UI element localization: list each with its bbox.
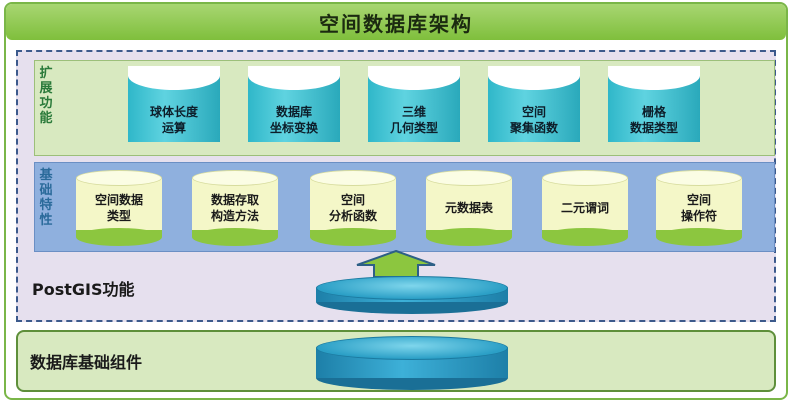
postgis-label: PostGIS功能 [32, 280, 135, 299]
base-item-line2: 类型 [106, 209, 131, 223]
database-label: 数据库基础组件 [30, 353, 143, 372]
base-item-line1: 二元谓词 [560, 201, 609, 215]
base-item: 元数据表 [426, 170, 512, 248]
extension-item-line2: 坐标变换 [269, 121, 318, 135]
base-item-line1: 空间 [340, 193, 365, 207]
postgis-disk-icon [316, 276, 508, 314]
base-item-line1: 数据存取 [210, 193, 259, 207]
extension-item: 数据库 坐标变换 [248, 66, 340, 142]
extension-item-line1: 栅格 [641, 105, 666, 119]
database-disk-icon [316, 336, 508, 392]
base-item-line2: 分析函数 [328, 209, 377, 223]
base-item: 数据存取 构造方法 [192, 170, 278, 248]
extension-item-line2: 数据类型 [629, 121, 678, 135]
extension-item-line1: 数据库 [275, 105, 312, 119]
extension-item: 球体长度 运算 [128, 66, 220, 142]
extension-item-line2: 聚集函数 [509, 121, 558, 135]
base-label: 基础特性 [39, 168, 53, 228]
base-item-line1: 元数据表 [444, 201, 493, 215]
extension-item-line1: 空间 [521, 105, 546, 119]
extension-label: 扩展功能 [39, 66, 53, 126]
base-item: 空间 操作符 [656, 170, 742, 248]
extension-item-line2: 几何类型 [389, 121, 438, 135]
base-item: 二元谓词 [542, 170, 628, 248]
extension-item: 三维 几何类型 [368, 66, 460, 142]
extension-item-line1: 球体长度 [149, 105, 198, 119]
base-item-line2: 构造方法 [210, 209, 259, 223]
up-arrow-icon [356, 250, 436, 278]
extension-item: 栅格 数据类型 [608, 66, 700, 142]
base-item-line1: 空间数据 [94, 193, 143, 207]
extension-item-line2: 运算 [161, 121, 186, 135]
extension-item-line1: 三维 [401, 105, 426, 119]
base-item: 空间 分析函数 [310, 170, 396, 248]
base-item-line2: 操作符 [680, 209, 717, 223]
base-item-line1: 空间 [686, 193, 711, 207]
extension-item: 空间 聚集函数 [488, 66, 580, 142]
diagram-title: 空间数据库架构 [6, 4, 786, 40]
base-item: 空间数据 类型 [76, 170, 162, 248]
